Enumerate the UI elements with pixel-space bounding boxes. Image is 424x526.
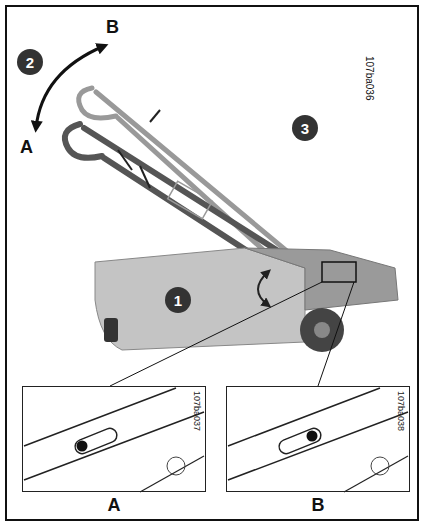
detail-inset: 107ba037A xyxy=(22,386,206,492)
handle-levers xyxy=(118,110,160,188)
wheel-hub xyxy=(314,322,330,338)
zoom-line xyxy=(110,282,322,386)
figure-code: 107ba037 xyxy=(192,391,202,431)
figure-code: 107ba036 xyxy=(364,56,375,101)
callout-number-text: 1 xyxy=(174,293,182,308)
cable-guide xyxy=(168,181,213,218)
outer-frame xyxy=(6,6,418,520)
callout-number: 1 xyxy=(165,287,191,313)
inset-a-drawing xyxy=(24,388,204,492)
raised-handle xyxy=(79,88,300,276)
callout-number-text: 3 xyxy=(301,121,309,136)
position-letter: A xyxy=(20,138,33,158)
catcher-handle xyxy=(104,318,118,342)
callout-number-text: 2 xyxy=(26,55,34,70)
pivot-arrow xyxy=(258,272,268,305)
grass-catcher xyxy=(95,248,305,350)
figure-code: 107ba038 xyxy=(396,391,406,431)
callout-number: 3 xyxy=(292,115,318,141)
inset-caption: B xyxy=(227,495,409,516)
inset-b-drawing xyxy=(228,388,408,492)
inset-caption: A xyxy=(23,495,205,516)
zoom-line xyxy=(318,282,354,386)
callout-number: 2 xyxy=(17,49,43,75)
position-letter: B xyxy=(106,18,119,38)
detail-inset: 107ba038B xyxy=(226,386,410,492)
detail-frame xyxy=(322,262,356,282)
mower-deck xyxy=(245,248,398,310)
